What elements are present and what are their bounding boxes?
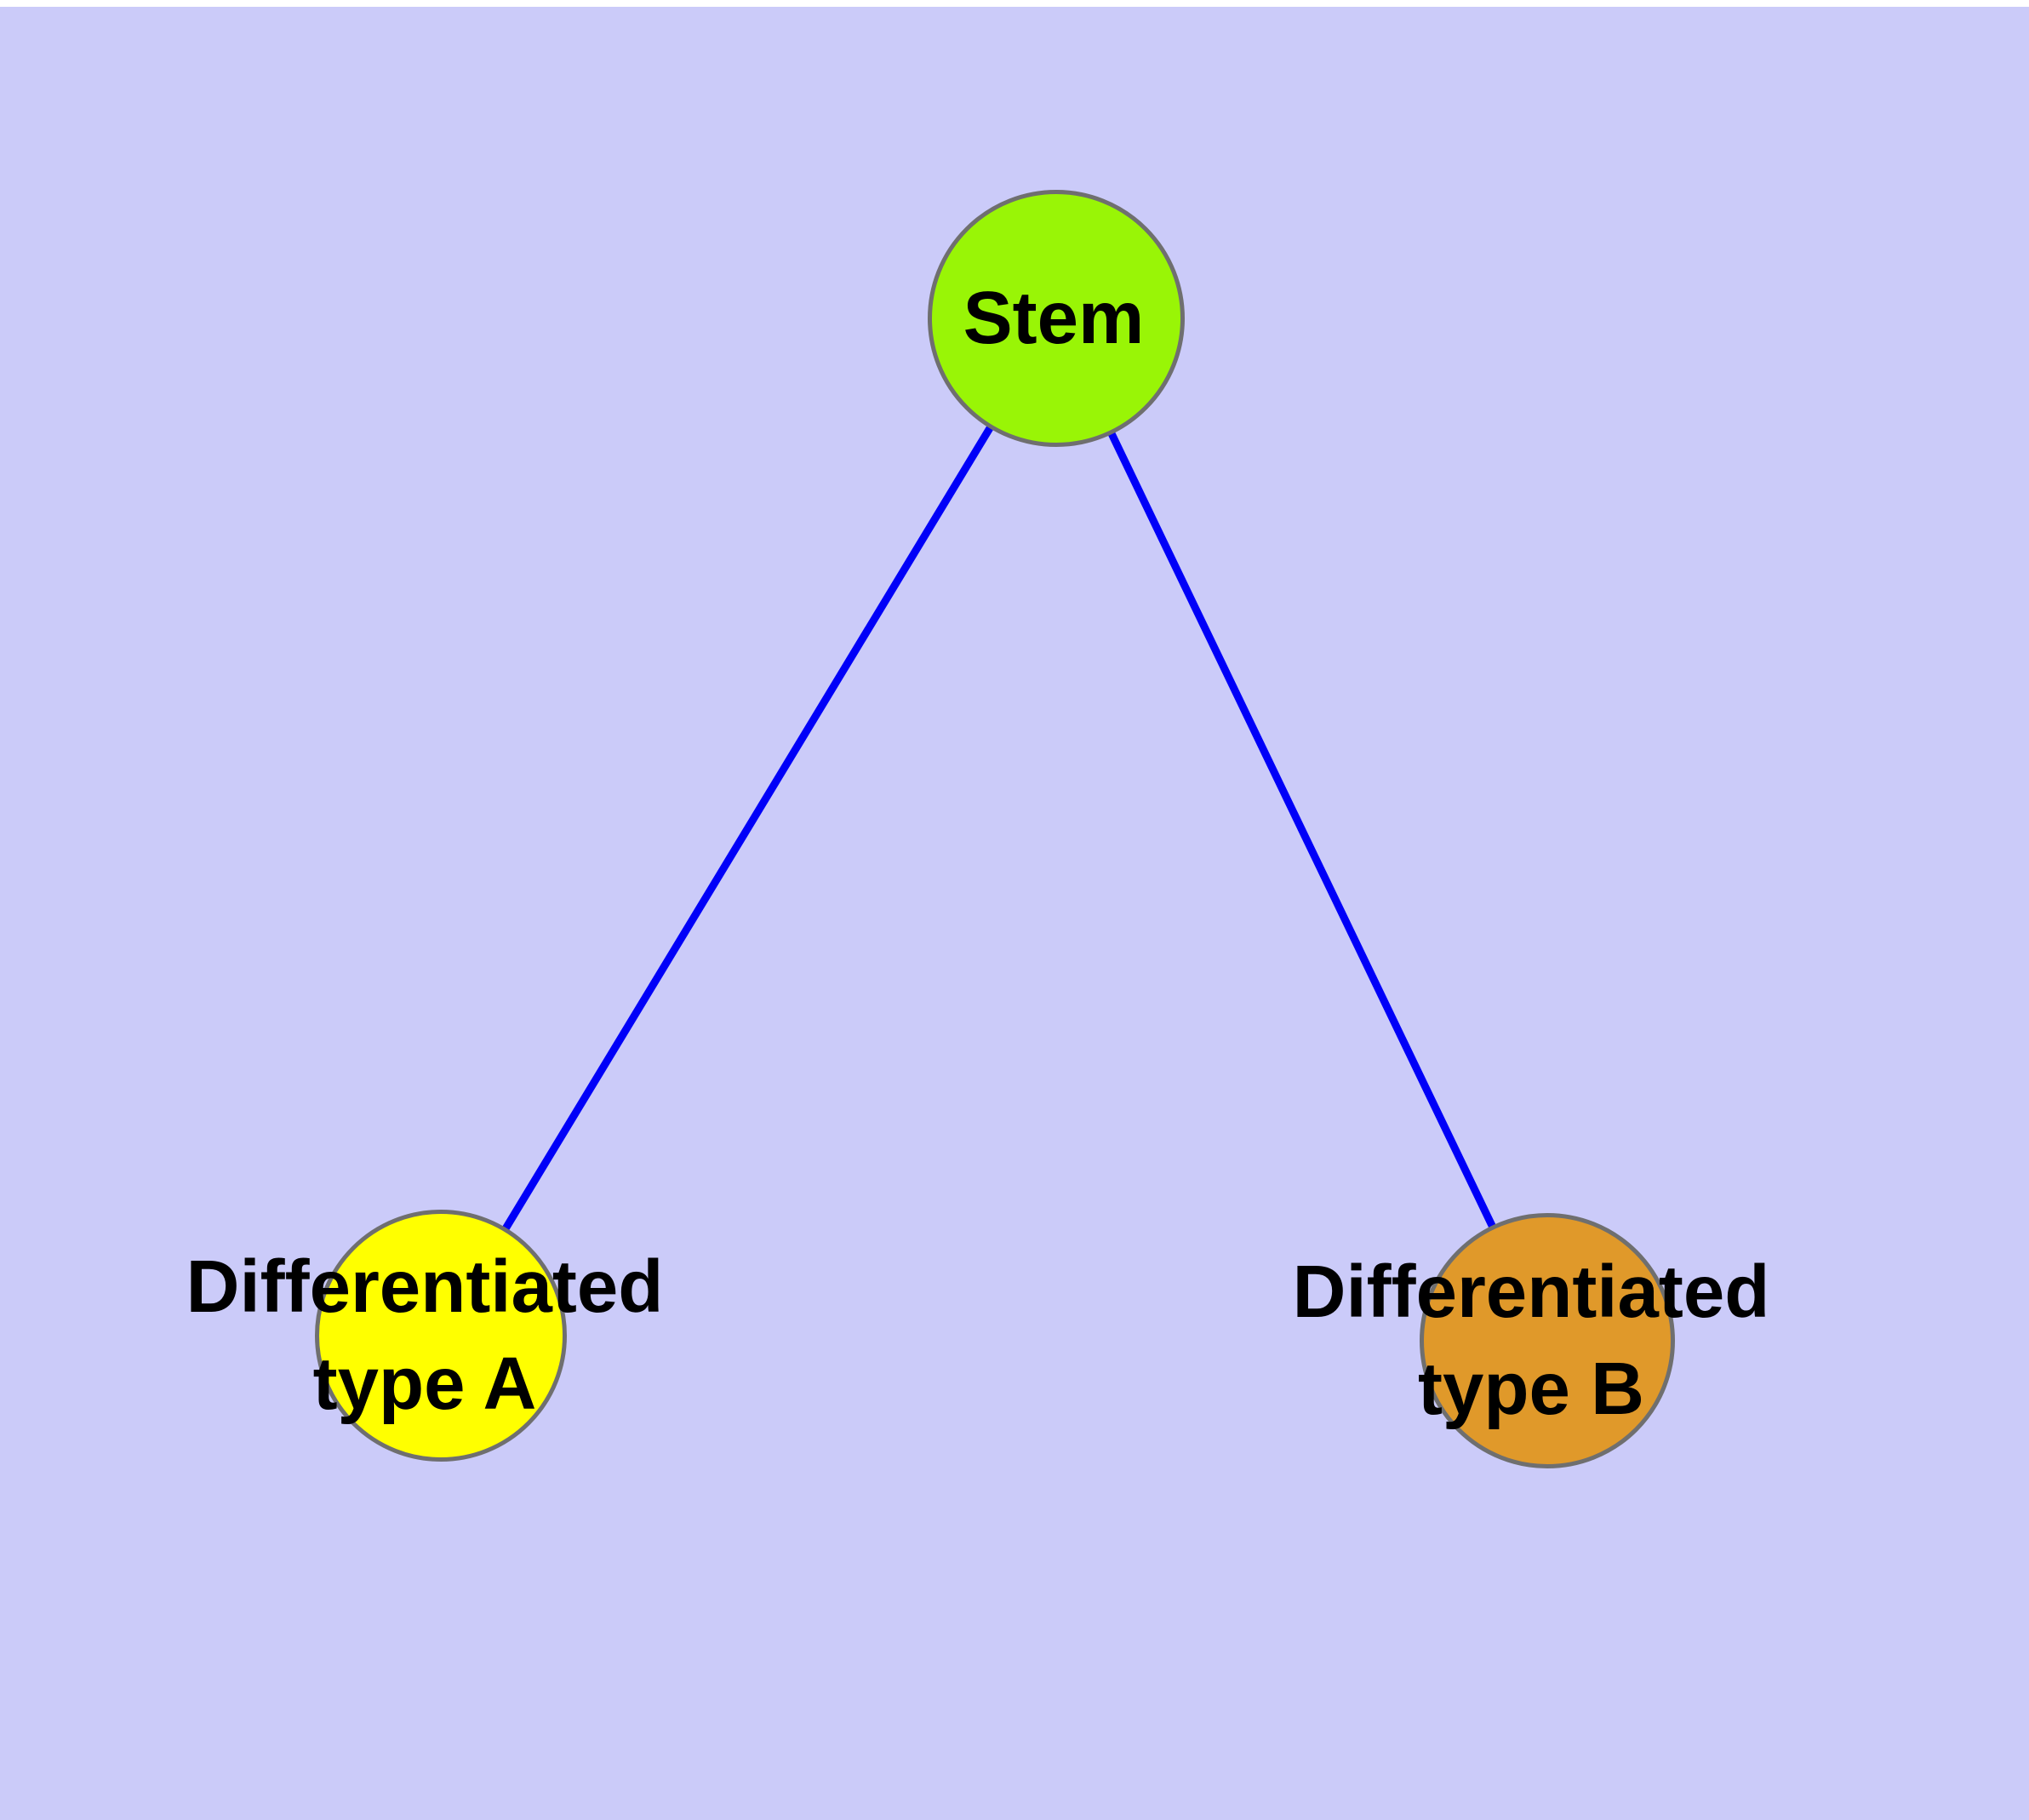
label-line: Differentiated (1292, 1251, 1770, 1333)
edge-stem-to-type-a (437, 314, 1060, 1340)
node-type-b-label: Differentiated type B (1293, 1244, 1770, 1438)
top-margin (0, 0, 2029, 7)
node-stem[interactable] (928, 190, 1185, 447)
label-line: type B (1418, 1348, 1644, 1430)
node-differentiated-type-b[interactable] (1420, 1213, 1675, 1468)
node-type-a-label: Differentiated type A (186, 1239, 664, 1433)
label-line: type A (312, 1342, 537, 1425)
edge-stem-to-type-b (1052, 314, 1552, 1345)
node-differentiated-type-a[interactable] (315, 1210, 567, 1462)
label-line: Differentiated (186, 1245, 664, 1328)
label-line: Stem (963, 277, 1145, 359)
node-stem-label: Stem (963, 270, 1145, 367)
